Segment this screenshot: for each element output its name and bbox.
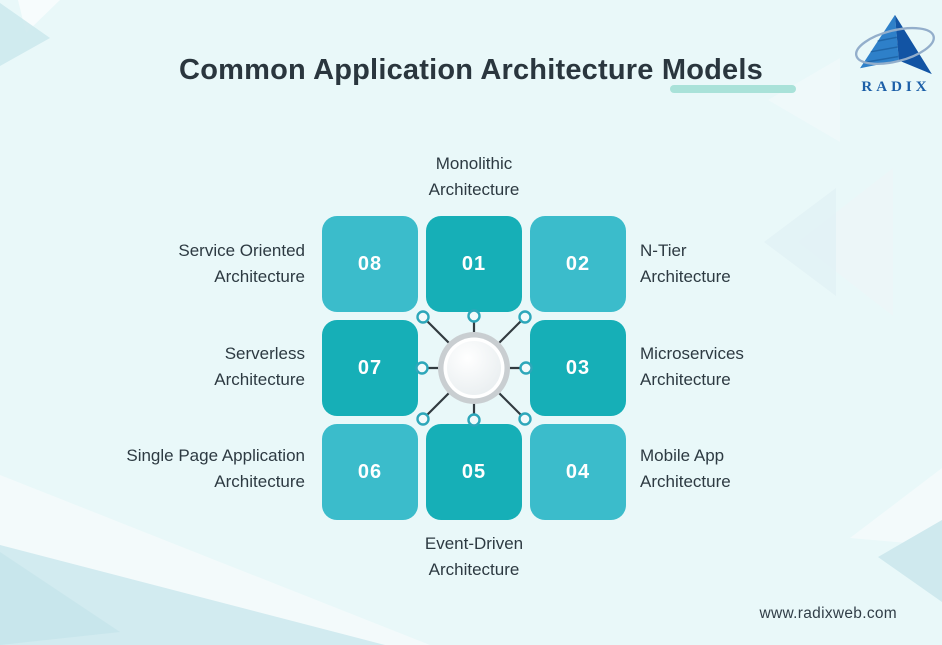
- tile-number: 07: [357, 356, 383, 379]
- label-line: Architecture: [214, 370, 305, 389]
- label-monolithic-architecture: Monolithic Architecture: [322, 151, 626, 203]
- architecture-tile-grid: 08 01 02 07 03 06 05 04: [322, 216, 626, 520]
- label-line: Microservices: [640, 344, 744, 363]
- tile-number: 03: [565, 356, 591, 379]
- tile-04: 04: [530, 424, 626, 520]
- label-line: Architecture: [640, 267, 731, 286]
- label-serverless-architecture: Serverless Architecture: [45, 341, 305, 393]
- label-line: Mobile App: [640, 446, 725, 465]
- decor-triangle: [0, 552, 120, 645]
- decor-triangle: [18, 0, 60, 33]
- label-microservices-architecture: Microservices Architecture: [640, 341, 900, 393]
- website-url: www.radixweb.com: [759, 605, 897, 622]
- title-accent-underline: [670, 85, 796, 93]
- tile-number: 01: [461, 252, 487, 275]
- tile-05: 05: [426, 424, 522, 520]
- label-line: Architecture: [428, 560, 520, 579]
- label-n-tier-architecture: N-Tier Architecture: [640, 238, 900, 290]
- logo-brand-text: RADIX: [861, 79, 931, 95]
- label-line: N-Tier: [640, 241, 687, 260]
- tile-06: 06: [322, 424, 418, 520]
- label-line: Event-Driven: [424, 534, 524, 553]
- hub-cell: [426, 320, 522, 416]
- label-line: Service Oriented: [178, 241, 305, 260]
- tile-02: 02: [530, 216, 626, 312]
- label-event-driven-architecture: Event-Driven Architecture: [322, 531, 626, 583]
- label-line: Architecture: [428, 180, 520, 199]
- tile-number: 08: [357, 252, 383, 275]
- label-line: Architecture: [214, 472, 305, 491]
- tile-number: 05: [461, 460, 487, 483]
- tile-03: 03: [530, 320, 626, 416]
- tile-08: 08: [322, 216, 418, 312]
- tile-07: 07: [322, 320, 418, 416]
- label-mobile-app-architecture: Mobile App Architecture: [640, 443, 900, 495]
- tile-number: 04: [565, 460, 591, 483]
- label-line: Serverless: [224, 344, 305, 363]
- label-line: Single Page Application: [126, 446, 305, 465]
- page-title: Common Application Architecture Models: [179, 54, 763, 86]
- label-line: Architecture: [214, 267, 305, 286]
- radix-logo: RADIX: [850, 12, 938, 96]
- tile-number: 06: [357, 460, 383, 483]
- pyramid-icon: [855, 14, 935, 75]
- decor-triangle: [878, 520, 942, 602]
- label-line: Architecture: [640, 472, 731, 491]
- tile-01: 01: [426, 216, 522, 312]
- tile-number: 02: [565, 252, 591, 275]
- label-line: Architecture: [640, 370, 731, 389]
- label-service-oriented-architecture: Service Oriented Architecture: [45, 238, 305, 290]
- label-line: Monolithic: [435, 154, 513, 173]
- label-single-page-application-architecture: Single Page Application Architecture: [45, 443, 305, 495]
